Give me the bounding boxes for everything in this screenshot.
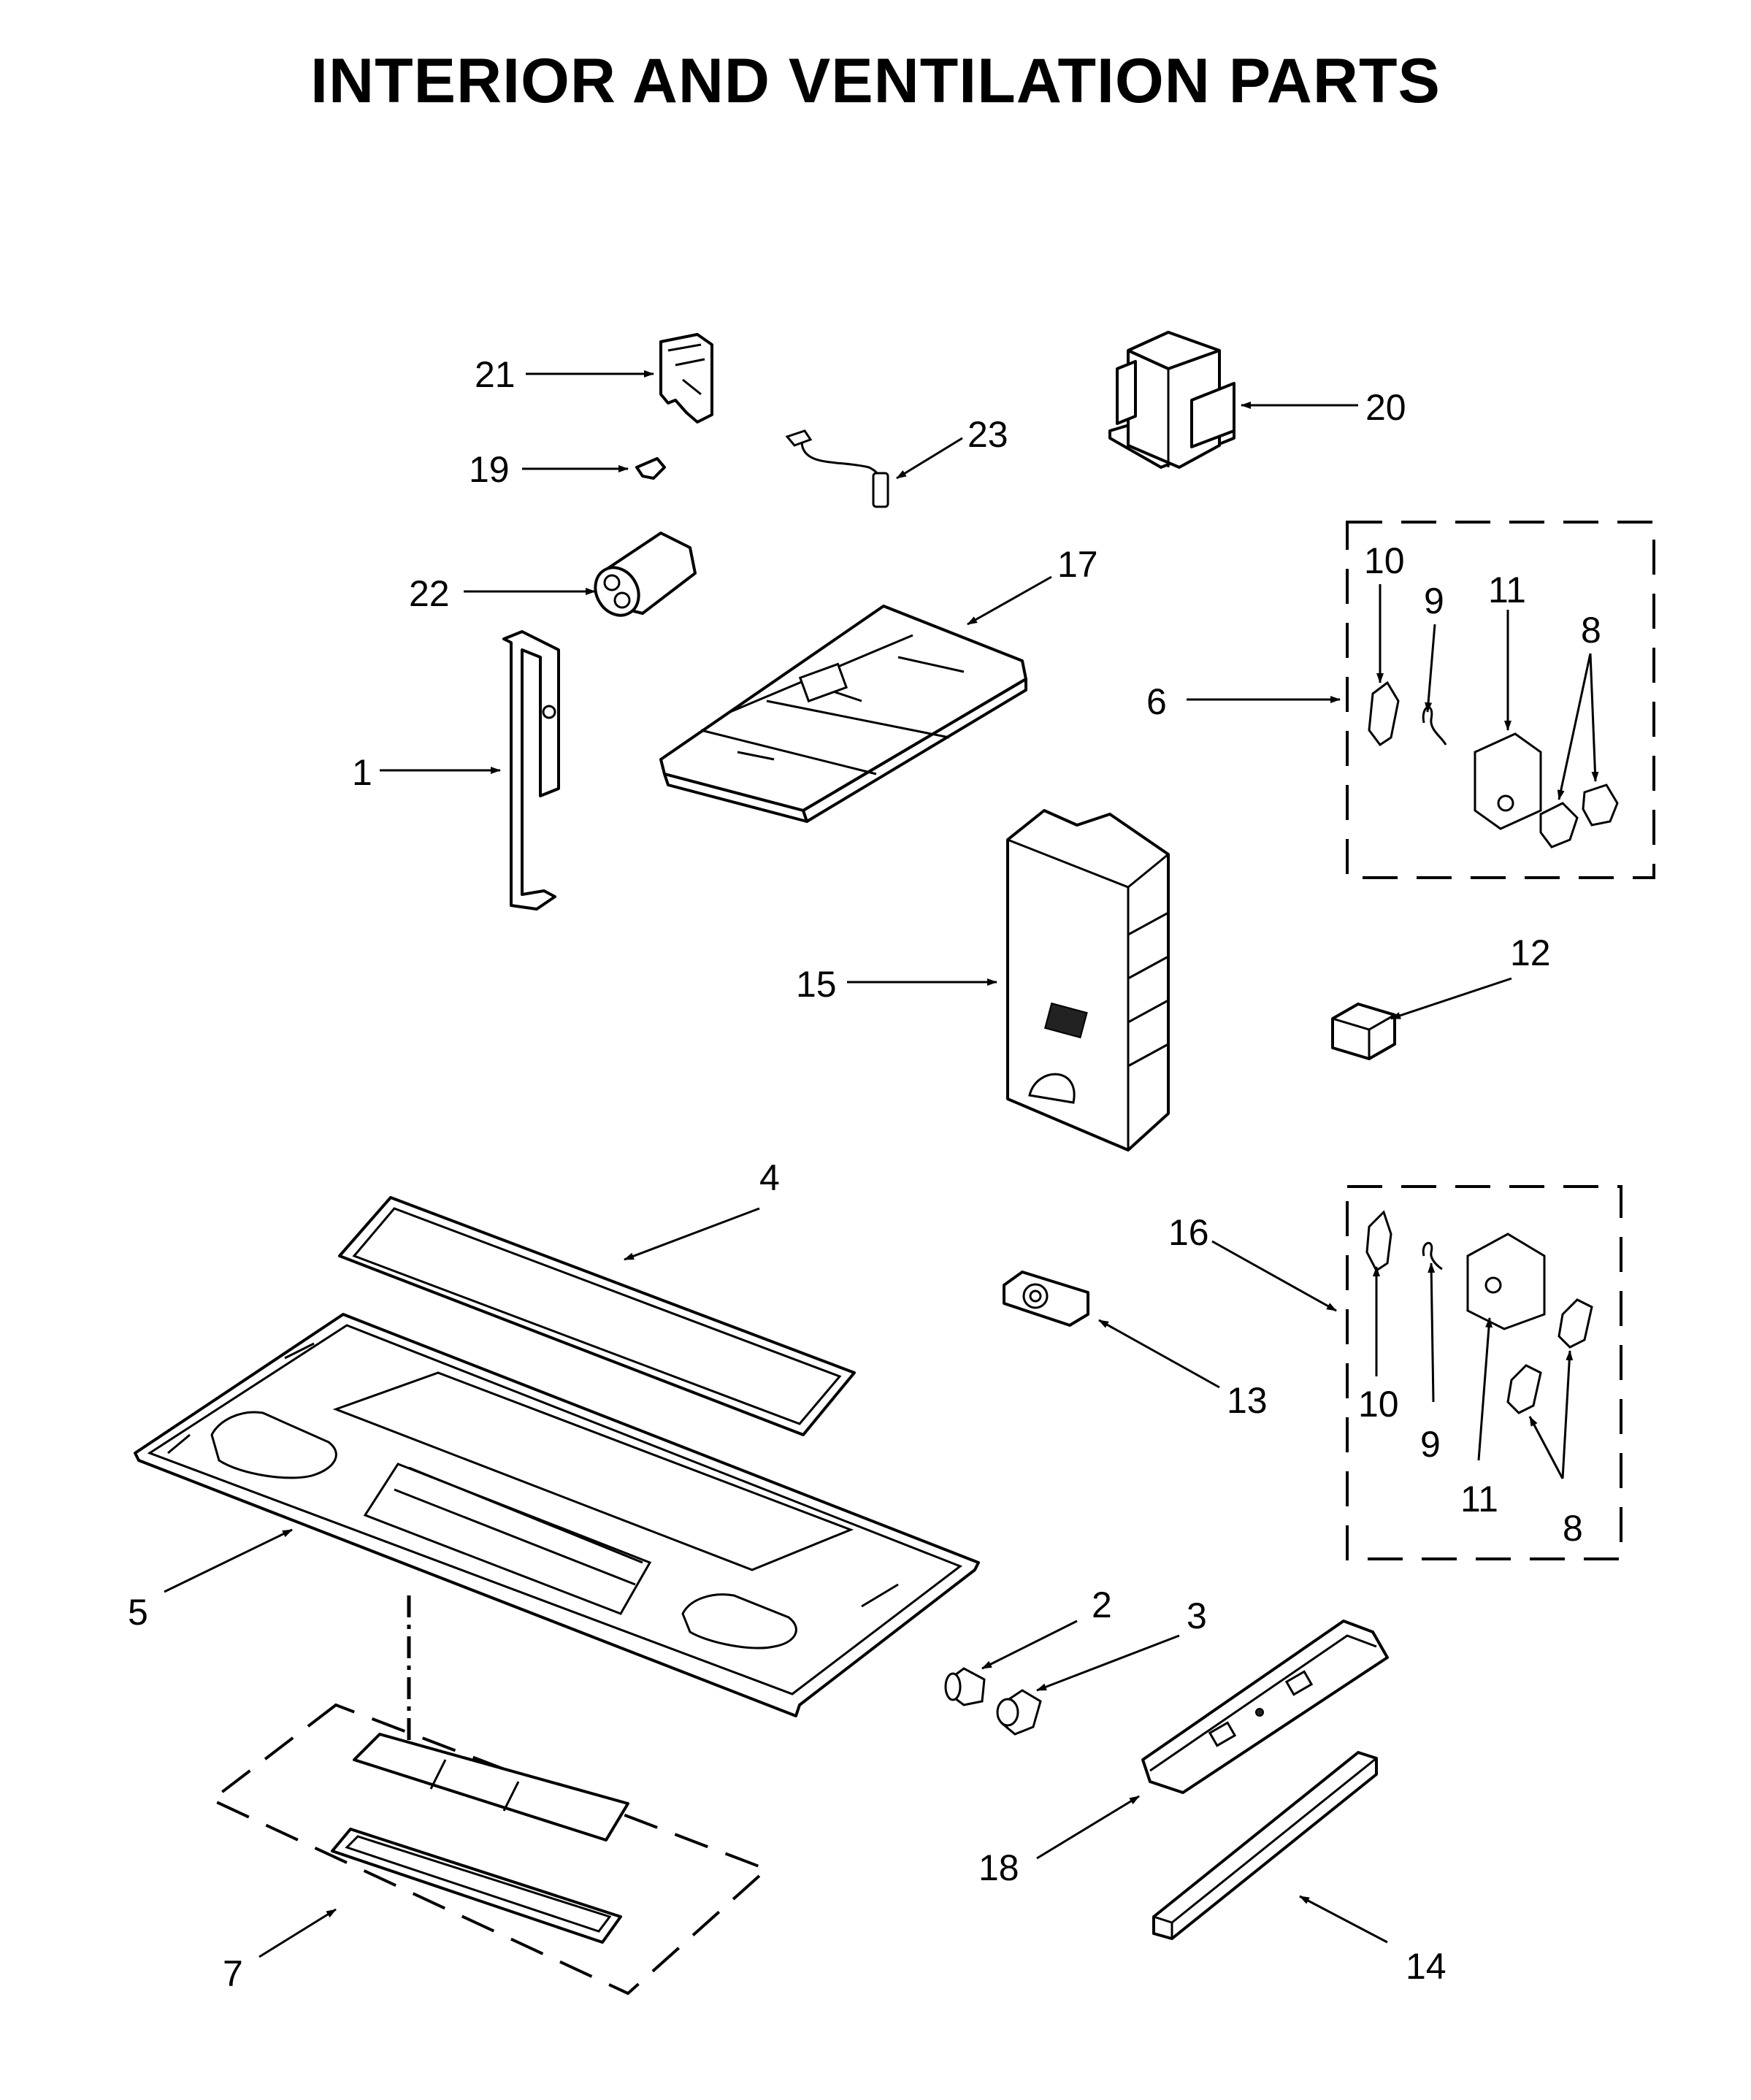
part-22-capacitor bbox=[594, 532, 697, 617]
callout-16: 16 bbox=[1168, 1212, 1209, 1253]
part-8-switch-c bbox=[1557, 1298, 1593, 1349]
callout-18: 18 bbox=[978, 1847, 1019, 1888]
callout-5: 5 bbox=[128, 1592, 148, 1633]
part-9-spring-b bbox=[1422, 1242, 1443, 1271]
callout-13: 13 bbox=[1227, 1380, 1268, 1421]
callout-2: 2 bbox=[1092, 1584, 1112, 1625]
callout-17: 17 bbox=[1057, 544, 1098, 585]
page-title: INTERIOR AND VENTILATION PARTS bbox=[310, 46, 1441, 116]
callout-19: 19 bbox=[469, 449, 510, 490]
part-13-bracket bbox=[1003, 1271, 1089, 1327]
part-10-latch-lever bbox=[1368, 681, 1400, 747]
part-23-wire bbox=[785, 429, 889, 508]
part-15-waveguide bbox=[1006, 809, 1170, 1151]
callout-9-top: 9 bbox=[1424, 580, 1444, 621]
part-21-bracket bbox=[659, 333, 713, 424]
callout-23: 23 bbox=[968, 414, 1008, 455]
callout-1: 1 bbox=[352, 752, 372, 793]
part-4-filter-panel bbox=[338, 1196, 856, 1436]
part-8-switch-b bbox=[1582, 783, 1619, 827]
part-12-block bbox=[1331, 1003, 1396, 1060]
part-5-bottom-plate bbox=[134, 1313, 980, 1717]
part-19-clip bbox=[635, 457, 666, 480]
callout-8-top: 8 bbox=[1581, 610, 1601, 651]
part-11-latch-body-b bbox=[1466, 1233, 1546, 1330]
part-1-bracket-bar bbox=[502, 630, 560, 911]
callout-14: 14 bbox=[1406, 1946, 1447, 1987]
callout-6: 6 bbox=[1146, 681, 1167, 722]
callout-3: 3 bbox=[1187, 1595, 1207, 1636]
part-10-latch-lever-b bbox=[1365, 1210, 1392, 1273]
callout-10-bottom: 10 bbox=[1358, 1384, 1399, 1425]
part-18-control-bracket bbox=[1141, 1620, 1389, 1794]
part-8-switch-d bbox=[1506, 1364, 1542, 1414]
part-11-latch-body bbox=[1474, 732, 1542, 830]
callout-20: 20 bbox=[1365, 387, 1406, 428]
callout-12: 12 bbox=[1510, 932, 1551, 973]
part-8-switch-a bbox=[1539, 802, 1579, 848]
group-6-latch-assembly bbox=[1346, 521, 1655, 879]
part-3-socket bbox=[996, 1689, 1042, 1736]
group-16-latch-assembly bbox=[1346, 1185, 1622, 1560]
callout-11-top: 11 bbox=[1488, 570, 1526, 610]
leader-lines bbox=[164, 370, 1599, 1958]
callout-4: 4 bbox=[759, 1157, 780, 1198]
callout-22: 22 bbox=[409, 573, 450, 614]
callout-9-bottom: 9 bbox=[1420, 1424, 1441, 1465]
callout-7: 7 bbox=[223, 1953, 243, 1994]
callout-10-top: 10 bbox=[1364, 540, 1405, 581]
callout-11-bottom: 11 bbox=[1460, 1479, 1498, 1520]
callout-8-bottom: 8 bbox=[1563, 1508, 1583, 1549]
group-7-vent-assembly bbox=[209, 1703, 770, 1996]
part-2-lamp bbox=[944, 1667, 986, 1706]
part-14-trim-bar bbox=[1152, 1751, 1378, 1940]
callout-15: 15 bbox=[796, 964, 837, 1005]
callout-21: 21 bbox=[475, 354, 516, 395]
part-20-transformer bbox=[1108, 331, 1235, 469]
part-17-base-plate bbox=[659, 605, 1027, 823]
part-9-spring bbox=[1422, 706, 1447, 746]
